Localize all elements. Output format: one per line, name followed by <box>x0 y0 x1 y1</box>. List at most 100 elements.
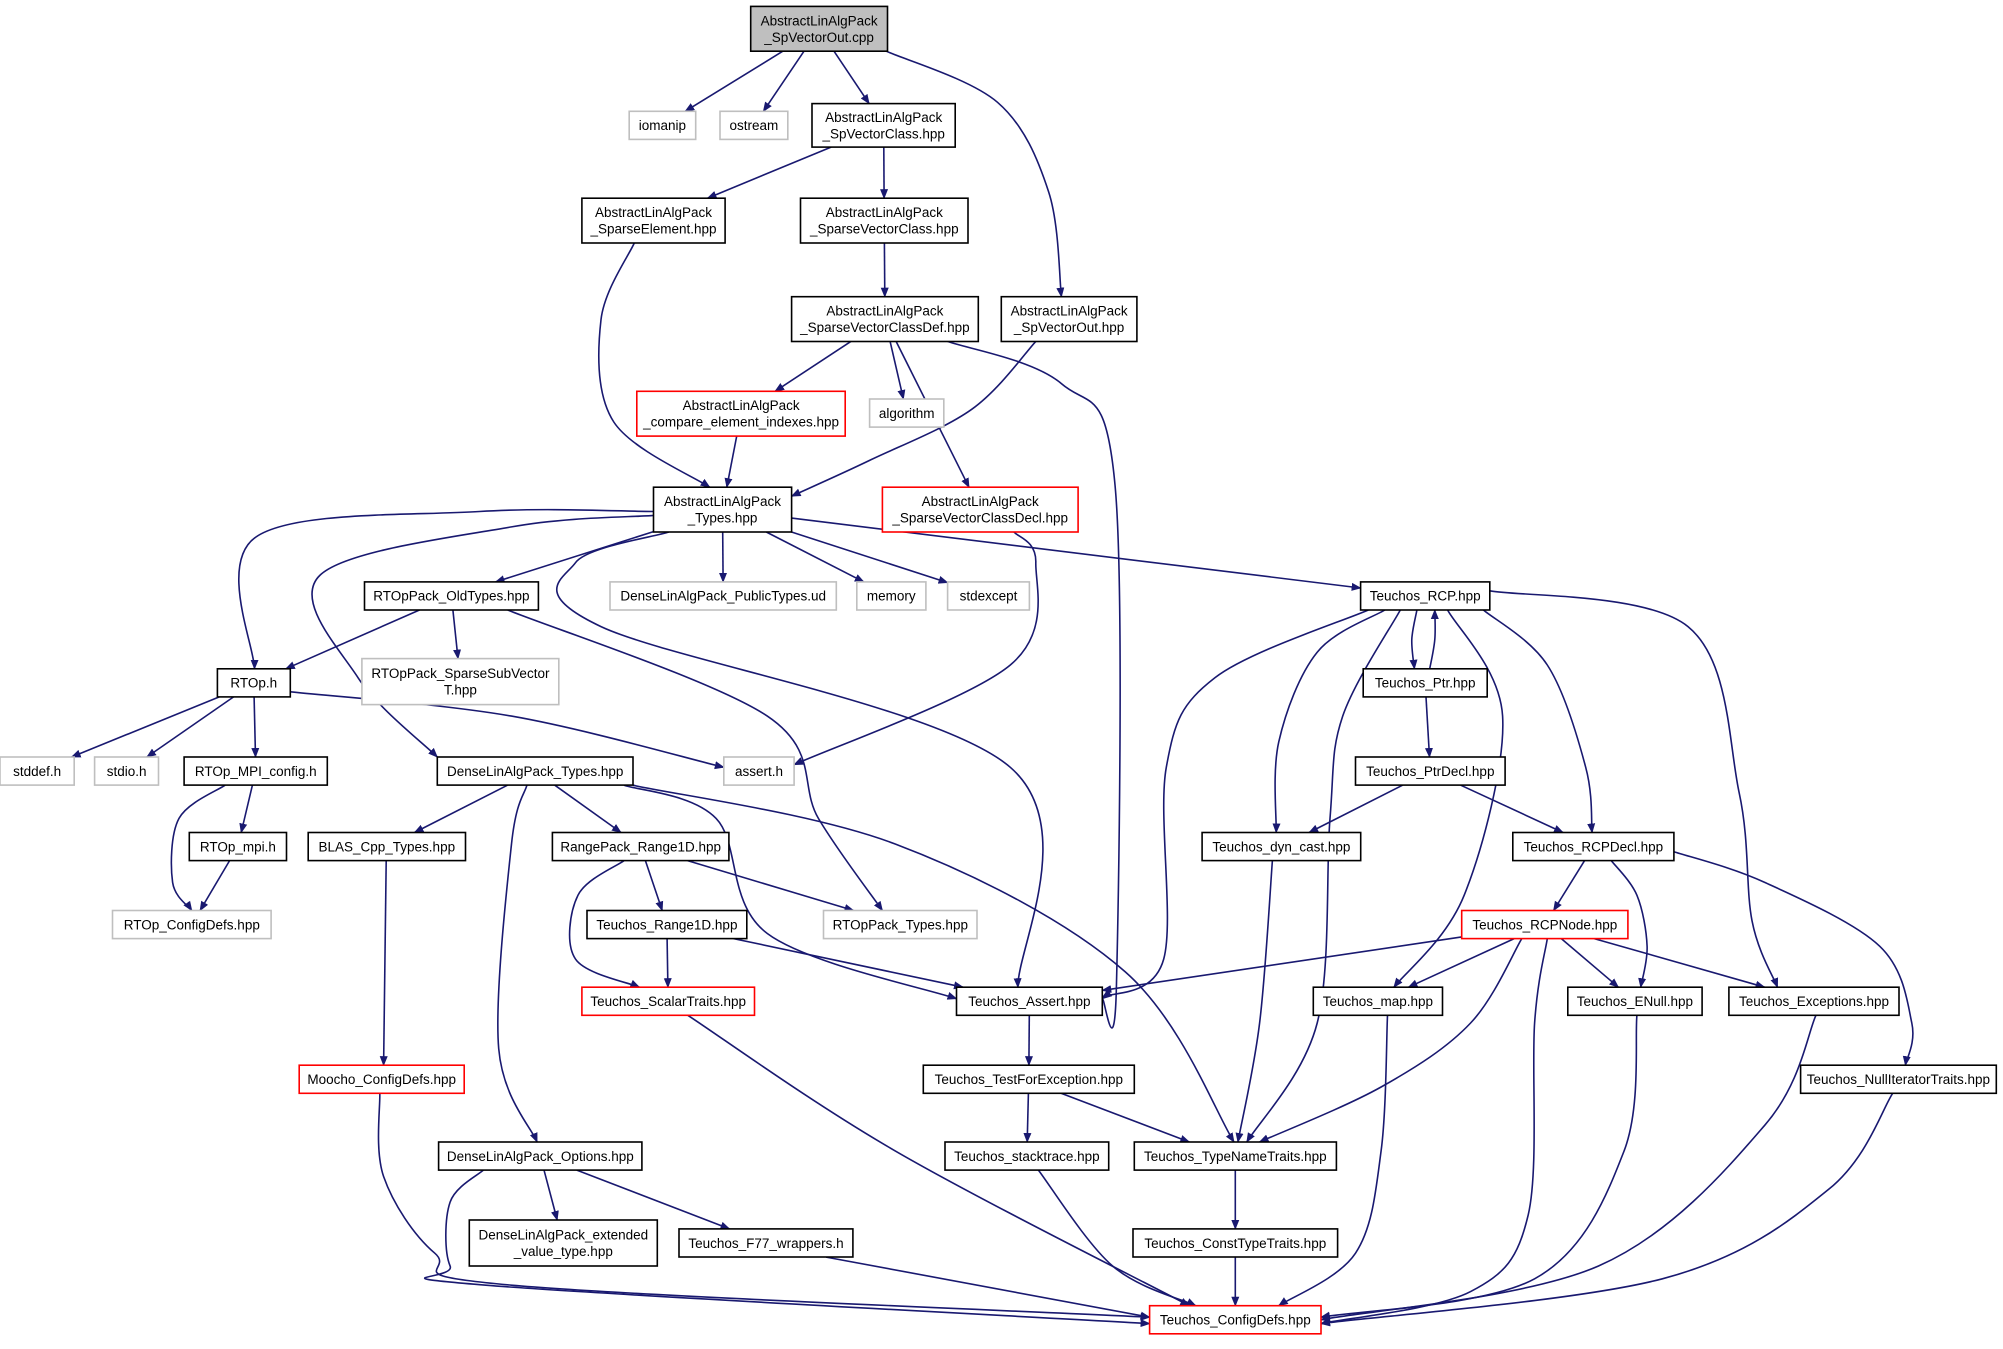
node-dyncast[interactable]: Teuchos_dyn_cast.hpp <box>1201 831 1362 862</box>
node-rtopold[interactable]: RTOpPack_OldTypes.hpp <box>363 581 540 611</box>
node-box[interactable] <box>188 831 288 862</box>
node-rtopconfig[interactable]: RTOp_ConfigDefs.hpp <box>111 909 272 940</box>
node-box[interactable] <box>922 1064 1136 1095</box>
node-box[interactable] <box>1000 295 1138 343</box>
node-box[interactable] <box>868 398 945 428</box>
node-box[interactable] <box>1512 831 1675 862</box>
node-box[interactable] <box>1312 986 1444 1017</box>
node-box[interactable] <box>436 756 634 786</box>
node-box[interactable] <box>581 197 726 244</box>
node-box[interactable] <box>944 1141 1110 1171</box>
node-svo[interactable]: AbstractLinAlgPack_SpVectorOut.hpp <box>1000 295 1138 343</box>
node-box[interactable] <box>307 831 467 862</box>
node-scalar[interactable]: Teuchos_ScalarTraits.hpp <box>581 986 756 1017</box>
node-spvc[interactable]: AbstractLinAlgPack_SpVectorClass.hpp <box>811 102 956 148</box>
node-dlaext[interactable]: DenseLinAlgPack_extended_value_type.hpp <box>468 1219 659 1267</box>
node-box[interactable] <box>635 390 846 437</box>
node-box[interactable] <box>799 197 969 244</box>
node-box[interactable] <box>363 581 540 611</box>
node-types[interactable]: AbstractLinAlgPack_Types.hpp <box>652 486 793 533</box>
node-dlapub[interactable]: DenseLinAlgPack_PublicTypes.ud <box>609 581 838 611</box>
node-box[interactable] <box>298 1064 466 1095</box>
node-box[interactable] <box>652 486 793 533</box>
node-box[interactable] <box>1132 1228 1339 1258</box>
node-box[interactable] <box>586 909 748 940</box>
node-box[interactable] <box>722 756 795 786</box>
node-box[interactable] <box>216 667 292 698</box>
node-ctt[interactable]: Teuchos_ConstTypeTraits.hpp <box>1132 1228 1339 1258</box>
node-memory[interactable]: memory <box>855 581 927 611</box>
node-box[interactable] <box>719 110 789 141</box>
node-root[interactable]: AbstractLinAlgPack_SpVectorOut.cpp <box>749 5 889 52</box>
node-box[interactable] <box>1460 909 1629 940</box>
node-moocho[interactable]: Moocho_ConfigDefs.hpp <box>298 1064 466 1095</box>
node-ostream[interactable]: ostream <box>719 110 789 141</box>
node-iomanip[interactable]: iomanip <box>628 110 697 141</box>
node-stack[interactable]: Teuchos_stacktrace.hpp <box>944 1141 1110 1171</box>
node-tmap[interactable]: Teuchos_map.hpp <box>1312 986 1444 1017</box>
node-box[interactable] <box>551 831 730 862</box>
node-box[interactable] <box>1133 1141 1338 1171</box>
node-rcpdecl[interactable]: Teuchos_RCPDecl.hpp <box>1512 831 1675 862</box>
node-rtoph[interactable]: RTOp.h <box>216 667 292 698</box>
node-box[interactable] <box>822 909 978 940</box>
node-cei[interactable]: AbstractLinAlgPack_compare_element_index… <box>635 390 846 437</box>
node-box[interactable] <box>361 657 560 706</box>
node-f77[interactable]: Teuchos_F77_wrappers.h <box>678 1228 854 1258</box>
node-ptrdecl[interactable]: Teuchos_PtrDecl.hpp <box>1354 756 1506 786</box>
node-box[interactable] <box>581 986 756 1017</box>
node-box[interactable] <box>790 295 980 343</box>
node-tassert[interactable]: Teuchos_Assert.hpp <box>955 986 1104 1017</box>
node-box[interactable] <box>855 581 927 611</box>
node-box[interactable] <box>628 110 697 141</box>
node-box[interactable] <box>955 986 1104 1017</box>
node-nullit[interactable]: Teuchos_NullIteratorTraits.hpp <box>1799 1064 1998 1095</box>
node-texc[interactable]: Teuchos_Exceptions.hpp <box>1728 986 1900 1017</box>
node-box[interactable] <box>1359 581 1491 611</box>
node-box[interactable] <box>1201 831 1362 862</box>
node-algorithm[interactable]: algorithm <box>868 398 945 428</box>
node-enull[interactable]: Teuchos_ENull.hpp <box>1567 986 1703 1017</box>
node-asserth[interactable]: assert.h <box>722 756 795 786</box>
node-blas[interactable]: BLAS_Cpp_Types.hpp <box>307 831 467 862</box>
node-dlaopt[interactable]: DenseLinAlgPack_Options.hpp <box>437 1141 643 1171</box>
node-box[interactable] <box>1148 1304 1322 1335</box>
node-tnt[interactable]: Teuchos_TypeNameTraits.hpp <box>1133 1141 1338 1171</box>
node-box[interactable] <box>609 581 838 611</box>
node-svcdecl[interactable]: AbstractLinAlgPack_SparseVectorClassDecl… <box>881 486 1079 533</box>
node-rcpnode[interactable]: Teuchos_RCPNode.hpp <box>1460 909 1629 940</box>
node-box[interactable] <box>111 909 272 940</box>
node-rtopmpi[interactable]: RTOp_mpi.h <box>188 831 288 862</box>
node-box[interactable] <box>678 1228 854 1258</box>
node-stdio[interactable]: stdio.h <box>93 756 160 786</box>
node-box[interactable] <box>183 756 329 786</box>
node-box[interactable] <box>0 756 75 786</box>
node-mpiconfig[interactable]: RTOp_MPI_config.h <box>183 756 329 786</box>
node-box[interactable] <box>1799 1064 1998 1095</box>
node-ptr[interactable]: Teuchos_Ptr.hpp <box>1362 667 1488 698</box>
node-stddef[interactable]: stddef.h <box>0 756 75 786</box>
node-svcdef[interactable]: AbstractLinAlgPack_SparseVectorClassDef.… <box>790 295 980 343</box>
node-box[interactable] <box>1567 986 1703 1017</box>
node-box[interactable] <box>93 756 160 786</box>
node-box[interactable] <box>946 581 1031 611</box>
node-box[interactable] <box>1728 986 1900 1017</box>
node-range1d[interactable]: RangePack_Range1D.hpp <box>551 831 730 862</box>
node-stdexcept[interactable]: stdexcept <box>946 581 1031 611</box>
node-svc[interactable]: AbstractLinAlgPack_SparseVectorClass.hpp <box>799 197 969 244</box>
node-tconfig[interactable]: Teuchos_ConfigDefs.hpp <box>1148 1304 1322 1335</box>
node-tfe[interactable]: Teuchos_TestForException.hpp <box>922 1064 1136 1095</box>
node-box[interactable] <box>749 5 889 52</box>
node-se[interactable]: AbstractLinAlgPack_SparseElement.hpp <box>581 197 726 244</box>
node-box[interactable] <box>1362 667 1488 698</box>
node-box[interactable] <box>437 1141 643 1171</box>
node-trange1d[interactable]: Teuchos_Range1D.hpp <box>586 909 748 940</box>
node-box[interactable] <box>881 486 1079 533</box>
node-dlatypes[interactable]: DenseLinAlgPack_Types.hpp <box>436 756 634 786</box>
node-rtoptypes[interactable]: RTOpPack_Types.hpp <box>822 909 978 940</box>
node-box[interactable] <box>1354 756 1506 786</box>
node-box[interactable] <box>811 102 956 148</box>
node-rcp[interactable]: Teuchos_RCP.hpp <box>1359 581 1491 611</box>
node-box[interactable] <box>468 1219 659 1267</box>
